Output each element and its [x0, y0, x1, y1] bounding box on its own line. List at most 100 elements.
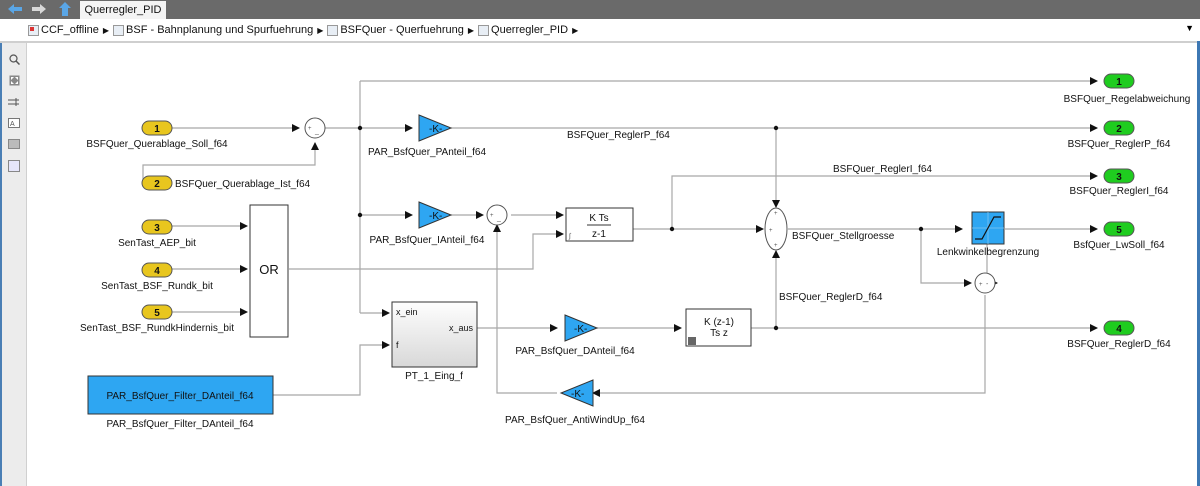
svg-text:+: +	[979, 282, 983, 288]
subsystem-icon	[113, 24, 125, 36]
outport-5[interactable]: 5 BsfQuer_LwSoll_f64	[1073, 221, 1165, 251]
sum-block-integral[interactable]: +_	[486, 204, 508, 226]
wire-in2	[142, 142, 319, 183]
svg-text:_: _	[314, 128, 319, 135]
outport-number: 2	[1116, 124, 1122, 135]
subsystem-pt1[interactable]: x_ein f x_aus PT_1_Eing_f	[391, 301, 478, 382]
outport-2[interactable]: 2 BSFQuer_ReglerP_f64	[1068, 120, 1171, 150]
outport-number: 1	[1116, 77, 1122, 88]
wires	[142, 77, 1098, 397]
sum-block-error[interactable]: +_	[304, 117, 326, 139]
breadcrumb-item-ccf-offline[interactable]: CCF_offline	[28, 24, 99, 36]
wire-const-to-pt1	[273, 341, 390, 396]
back-button[interactable]	[6, 1, 24, 17]
fit-view-icon[interactable]	[8, 74, 20, 86]
gain-value: -K-	[429, 211, 442, 222]
wire-u-to-sat-sum	[920, 229, 972, 287]
outport-label: BSFQuer_ReglerP_f64	[1068, 139, 1171, 150]
sum-block-pid[interactable]: + + +	[764, 207, 788, 251]
annotation-icon[interactable]: A	[8, 117, 20, 129]
inport-number: 4	[154, 266, 160, 277]
inport-1[interactable]: 1 BSFQuer_Querablage_Soll_f64	[86, 120, 228, 150]
inport-2[interactable]: 2 BSFQuer_Querablage_Ist_f64	[141, 175, 311, 191]
scrollbar-edge	[1197, 41, 1200, 486]
signal-label-i: BSFQuer_ReglerI_f64	[833, 164, 932, 175]
integrator-denominator: z-1	[592, 229, 606, 240]
breadcrumb-separator: ▶	[572, 25, 579, 35]
breadcrumb-separator: ▶	[467, 25, 475, 35]
saturation-lenkwinkelbegrenzung[interactable]: Lenkwinkelbegrenzung	[937, 211, 1039, 258]
breadcrumb-item-querregler-pid[interactable]: Querregler_PID	[478, 24, 568, 36]
signal-label-d: BSFQuer_ReglerD_f64	[779, 292, 883, 303]
breadcrumb-separator: ▶	[317, 25, 324, 35]
constant-value: PAR_BsfQuer_Filter_DAnteil_f64	[106, 391, 254, 402]
gain-label: PAR_BsfQuer_DAnteil_f64	[515, 346, 635, 357]
inport-3[interactable]: 3 SenTast_AEP_bit	[118, 219, 196, 249]
subsystem-icon	[478, 24, 490, 36]
outport-1[interactable]: 1 BSFQuer_Regelabweichung	[1064, 73, 1191, 105]
inport-label: SenTast_AEP_bit	[118, 238, 196, 249]
up-arrow-icon	[59, 2, 71, 16]
forward-button[interactable]	[30, 1, 48, 17]
outport-4[interactable]: 4 BSFQuer_ReglerD_f64	[1067, 320, 1171, 350]
zoom-icon[interactable]	[8, 53, 20, 65]
outport-label: BSFQuer_ReglerD_f64	[1067, 339, 1171, 350]
svg-text:-: -	[986, 281, 989, 288]
inport-number: 1	[154, 124, 160, 135]
subsystem-icon	[327, 24, 339, 36]
breadcrumb: CCF_offline ▶ BSF - Bahnplanung und Spur…	[28, 19, 582, 41]
gain-p[interactable]: -K- PAR_BsfQuer_PAnteil_f64	[368, 114, 486, 158]
svg-text:_: _	[496, 215, 501, 222]
up-button[interactable]	[56, 1, 74, 17]
discrete-integrator[interactable]: K Ts z-1 ∫	[565, 207, 634, 242]
outport-label: BsfQuer_LwSoll_f64	[1073, 240, 1165, 251]
gain-label: PAR_BsfQuer_IAnteil_f64	[370, 235, 485, 246]
gain-d[interactable]: -K- PAR_BsfQuer_DAnteil_f64	[515, 314, 635, 357]
gain-i[interactable]: -K- PAR_BsfQuer_IAnteil_f64	[370, 201, 485, 246]
wire-antiwindup-out	[493, 224, 557, 394]
breadcrumb-item-bsf[interactable]: BSF - Bahnplanung und Spurfuehrung	[113, 24, 313, 36]
area-icon[interactable]	[8, 160, 20, 172]
inport-4[interactable]: 4 SenTast_BSF_Rundk_bit	[101, 262, 213, 292]
signal-label-stellgroesse: BSFQuer_Stellgroesse	[792, 231, 895, 242]
inport-number: 2	[154, 179, 160, 190]
inport-5[interactable]: 5 SenTast_BSF_RundkHindernis_bit	[80, 304, 234, 334]
inport-number: 5	[154, 308, 160, 319]
sum-block-saturation[interactable]: +-	[974, 272, 996, 294]
subsystem-label: PT_1_Eing_f	[405, 371, 463, 382]
constant-label: PAR_BsfQuer_Filter_DAnteil_f64	[106, 419, 254, 430]
constant-filter-danteil[interactable]: PAR_BsfQuer_Filter_DAnteil_f64 PAR_BsfQu…	[87, 375, 274, 430]
tab-querregler-pid[interactable]: Querregler_PID	[80, 1, 166, 19]
image-icon[interactable]	[8, 138, 20, 150]
svg-text:A: A	[10, 121, 15, 128]
gain-antiwindup[interactable]: -K- PAR_BsfQuer_AntiWindUp_f64	[505, 379, 645, 426]
back-arrow-icon	[8, 4, 22, 14]
forward-arrow-icon	[32, 4, 46, 14]
title-bar: Querregler_PID	[0, 0, 1200, 19]
wire-i	[671, 172, 1098, 229]
breadcrumb-dropdown-icon[interactable]: ▼	[1185, 23, 1194, 33]
svg-text:+: +	[774, 243, 778, 249]
derivative-numerator: K (z-1)	[704, 317, 734, 328]
simulink-canvas[interactable]: 1 BSFQuer_Querablage_Soll_f64 2 BSFQuer_…	[27, 43, 1197, 486]
route-lines-icon[interactable]	[8, 96, 20, 108]
derivative-denominator: Ts z	[710, 328, 728, 339]
or-block[interactable]: OR	[249, 204, 289, 338]
breadcrumb-item-bsfquer[interactable]: BSFQuer - Querfuehrung	[327, 24, 464, 36]
outport-number: 3	[1116, 172, 1122, 183]
subsystem-port-x-ein: x_ein	[396, 307, 418, 317]
breadcrumb-bar: ● CCF_offline ▶ BSF - Bahnplanung und Sp…	[0, 19, 1200, 56]
outport-label: BSFQuer_Regelabweichung	[1064, 94, 1191, 105]
outport-3[interactable]: 3 BSFQuer_ReglerI_f64	[1070, 168, 1169, 197]
reset-port-icon: ∫	[568, 233, 572, 240]
wire-antiwindup-in	[592, 295, 986, 397]
svg-text:+: +	[769, 228, 773, 234]
discrete-derivative[interactable]: K (z-1) Ts z	[685, 308, 752, 347]
outport-number: 4	[1116, 324, 1122, 335]
signal-label-p: BSFQuer_ReglerP_f64	[567, 130, 670, 141]
breadcrumb-label: CCF_offline	[41, 24, 99, 36]
subsystem-port-x-aus: x_aus	[449, 323, 474, 333]
breadcrumb-separator: ▶	[102, 25, 110, 35]
gain-label: PAR_BsfQuer_PAnteil_f64	[368, 147, 486, 158]
breadcrumb-label: BSF - Bahnplanung und Spurfuehrung	[126, 24, 314, 36]
